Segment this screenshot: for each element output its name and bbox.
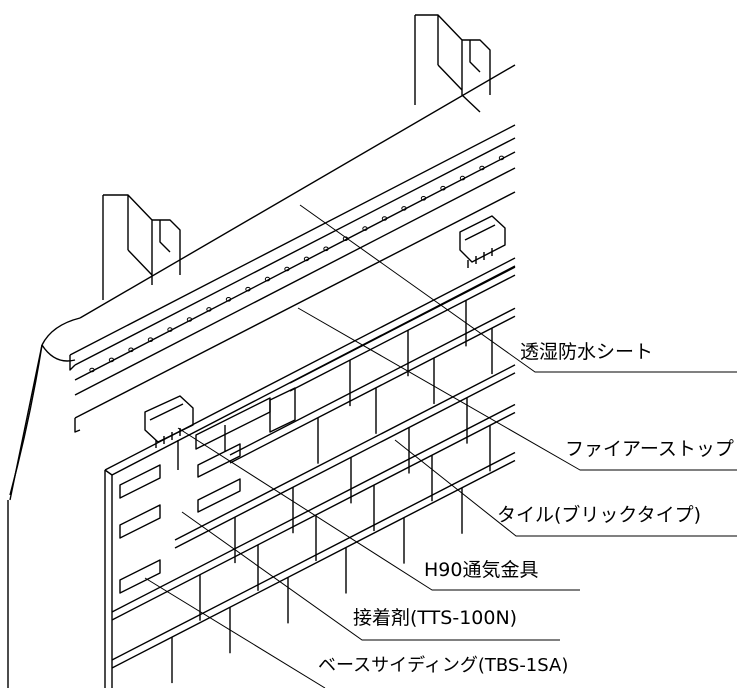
vent-hole — [147, 337, 154, 343]
tile-course-line — [111, 459, 516, 669]
fire-stop — [69, 124, 516, 433]
vent-hole — [264, 276, 271, 282]
vent-hole — [323, 246, 329, 252]
vent-hole — [108, 357, 115, 363]
vent-hole — [284, 266, 290, 272]
vent-hole — [362, 226, 368, 231]
label-adhesive: 接着剤(TTS-100N) — [353, 607, 518, 629]
tile-course-line — [229, 307, 516, 456]
stud-left — [102, 194, 181, 300]
bracket-right — [459, 215, 506, 268]
vent-hole — [401, 206, 407, 211]
vent-hole — [381, 216, 388, 221]
label-base-siding: ベースサイディング(TBS-1SA) — [318, 655, 569, 676]
vent-hole — [479, 165, 485, 171]
tile-course-line — [111, 451, 516, 661]
vent-hole — [186, 317, 193, 322]
tile-course-line — [289, 266, 516, 384]
vent-hole — [89, 367, 95, 373]
label-tile: タイル(ブリックタイプ) — [497, 504, 702, 526]
tile-course-line — [174, 372, 516, 549]
vent-hole — [225, 297, 232, 302]
tile-course-line — [111, 411, 516, 621]
bracket-left — [144, 395, 194, 448]
vent-hole — [128, 347, 134, 353]
vent-hole — [459, 175, 466, 181]
label-bracket: H90通気金具 — [424, 559, 539, 581]
tile-course-line — [111, 403, 516, 613]
vent-hole — [206, 307, 212, 312]
moisture-sheet — [7, 64, 516, 688]
label-fire-stop: ファイアーストップ — [565, 438, 734, 460]
vent-hole — [498, 155, 505, 161]
vent-hole — [167, 327, 173, 332]
label-moisture-sheet: 透湿防水シート — [520, 341, 654, 363]
leader-lines — [144, 204, 737, 688]
tile-courses — [111, 266, 516, 684]
vent-hole — [440, 185, 446, 191]
vent-hole — [245, 286, 251, 292]
tile-course-line — [174, 364, 516, 541]
stud-right — [414, 14, 491, 113]
tile-course-line — [229, 315, 516, 464]
tile-course-line — [289, 274, 516, 392]
vent-hole — [303, 256, 310, 262]
vent-hole — [420, 196, 427, 201]
